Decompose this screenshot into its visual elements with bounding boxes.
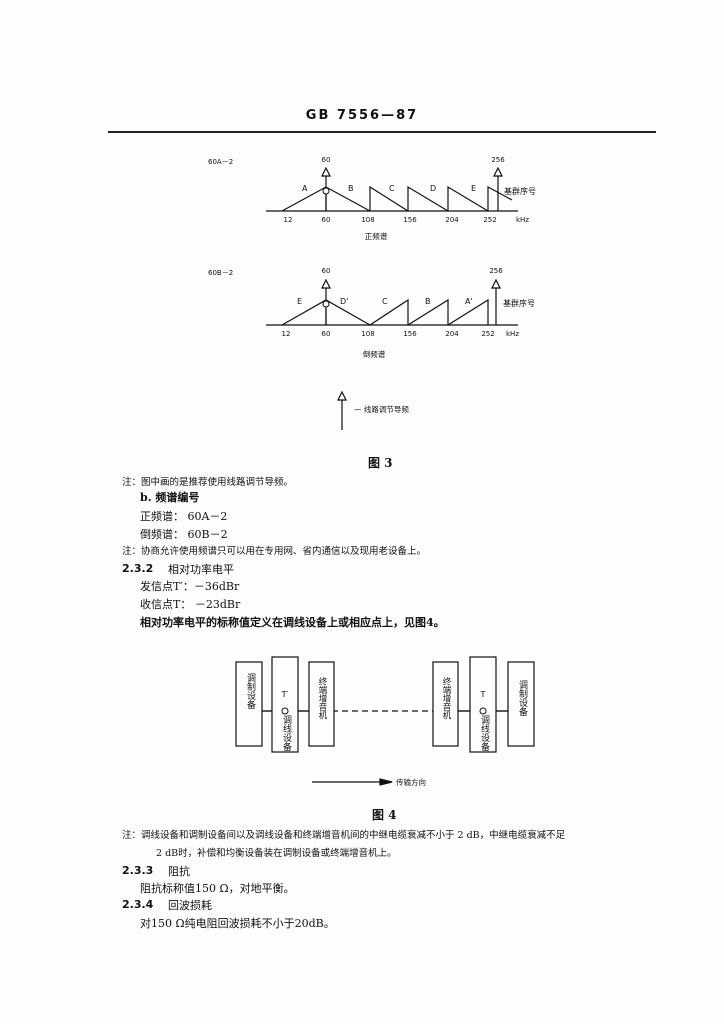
box-modulation-left: [235, 661, 263, 747]
legend-pilot-arrow: [337, 390, 347, 401]
group-B-upright: [369, 185, 409, 212]
group-label-E: E: [471, 184, 476, 193]
section-text-234: 对150 Ω纯电阻回波损耗不小于20dB。: [140, 917, 335, 930]
group-label-B: B: [348, 184, 354, 193]
pilot-inverted-right-arrow: [491, 278, 501, 289]
group-label-A: A: [302, 184, 308, 193]
group-C-upright: [407, 185, 449, 212]
pilot-upright-left-arrow: [321, 166, 331, 177]
group-C-inverted: [369, 298, 409, 326]
section-text-233: 阻抗标称值150 Ω，对地平衡。: [140, 882, 295, 895]
section-title-234: 回波损耗: [168, 899, 212, 912]
group-B-inverted: [407, 298, 449, 326]
box-line-equipment-left: [271, 656, 299, 753]
tick-upright-204: 204: [445, 216, 459, 224]
direction-label: 传输方向: [396, 777, 426, 787]
point-label-left: T′: [281, 690, 289, 699]
section-text-232: 相对功率电平的标称值定义在调线设备上或相应点上，见图4。: [140, 616, 445, 629]
group-label-C-inverted: C: [382, 297, 388, 306]
box-line-equipment-right: [469, 656, 497, 753]
direction-arrow: [379, 778, 393, 786]
caption-inverted: 倒频谱: [363, 349, 386, 359]
label-terminal-repeater-left: 终端增音机: [317, 677, 327, 720]
note-fig4-line1: 注：调线设备和调制设备间以及调线设备和终端增音机间的中继电缆衰减不小于 2 dB…: [122, 830, 566, 841]
label-modulation-right: 调制设备: [517, 680, 527, 716]
tick-upright-156: 156: [403, 216, 417, 224]
section-number-232: 2.3.2: [122, 562, 154, 575]
box-terminal-repeater-left: [308, 661, 335, 747]
pilot-upright-right-arrow: [493, 166, 503, 177]
note-fig3: 注：图中画的是推荐使用线路调节导频。: [122, 477, 294, 488]
pilot-label-inverted-left: 60: [322, 267, 331, 275]
spectrum-id-inverted: 60B－2: [208, 269, 233, 277]
tick-upright-108: 108: [361, 216, 374, 224]
send-point-level: 发信点T′：－36dBr: [140, 580, 240, 593]
pilot-circle-inverted: [322, 300, 330, 308]
label-terminal-repeater-right: 终端增音机: [441, 677, 451, 720]
group-E-upright: [487, 185, 513, 211]
baseband-label-upright: 基群序号: [504, 186, 536, 196]
box-terminal-repeater-right: [432, 661, 459, 747]
receive-point-level: 收信点T： －23dBr: [140, 598, 241, 611]
figure-4: T′ T 传输方向: [235, 656, 535, 787]
tick-inverted-204: 204: [445, 330, 459, 338]
tick-inverted-108: 108: [361, 330, 374, 338]
section-number-234: 2.3.4: [122, 898, 154, 911]
group-label-B-inverted: B: [425, 297, 431, 306]
label-line-equipment-right: 调线设备: [479, 715, 489, 751]
pilot-label-inverted-right: 256: [489, 267, 503, 275]
tick-inverted-252: 252: [481, 330, 494, 338]
pilot-circle-upright: [322, 187, 330, 195]
document-header: GB 7556—87: [305, 108, 419, 123]
group-label-D: D: [430, 184, 436, 193]
tick-inverted-unit: kHz: [506, 330, 519, 338]
box-modulation-right: [507, 661, 535, 747]
pilot-inverted-left-arrow: [321, 278, 331, 289]
inverted-spectrum-line: 倒频谱： 60B－2: [140, 528, 228, 541]
group-label-D-inverted: D': [340, 297, 348, 306]
section-title-233: 阻抗: [168, 865, 190, 878]
tick-upright-252: 252: [483, 216, 496, 224]
tick-inverted-12: 12: [282, 330, 291, 338]
legend-label: — 线路调节导频: [354, 404, 409, 414]
section-title-232: 相对功率电平: [168, 563, 234, 576]
point-circle-left: [281, 707, 289, 715]
group-A-inverted: [447, 298, 489, 326]
spectrum-id-upright: 60A－2: [208, 158, 233, 166]
upright-spectrum-line: 正频谱： 60A－2: [140, 510, 228, 523]
tick-upright-unit: kHz: [516, 216, 529, 224]
group-label-C: C: [389, 184, 395, 193]
pilot-label-upright-right: 256: [491, 156, 505, 164]
baseband-label-inverted: 基群序号: [503, 298, 535, 308]
pilot-label-upright-left: 60: [322, 156, 331, 164]
group-label-E-inverted: E: [297, 297, 302, 306]
figure-4-caption: 图 4: [372, 808, 397, 822]
label-line-equipment-left: 调线设备: [281, 715, 291, 751]
note-fig4-line2: 2 dB时，补偿和均衡设备装在调制设备或终端增音机上。: [156, 848, 397, 859]
tick-upright-60: 60: [322, 216, 331, 224]
point-label-right: T: [480, 690, 486, 699]
label-modulation-left: 调制设备: [245, 673, 255, 709]
note-spectrum: 注：协商允许使用频谱只可以用在专用网、省内通信以及现用老设备上。: [122, 546, 427, 557]
point-circle-right: [479, 707, 487, 715]
section-number-233: 2.3.3: [122, 864, 154, 877]
caption-upright: 正频谱: [365, 231, 388, 241]
figure-3: 60A－2 60 256 A B C D E 基群序号 12 60 108 15…: [208, 156, 536, 430]
tick-inverted-60: 60: [322, 330, 331, 338]
group-label-A-inverted: A': [465, 297, 473, 306]
header-rule: [108, 131, 656, 133]
group-D-upright: [447, 185, 489, 212]
figure-3-caption: 图 3: [368, 456, 393, 470]
item-b: b. 频谱编号: [140, 491, 200, 504]
tick-upright-12: 12: [284, 216, 293, 224]
tick-inverted-156: 156: [403, 330, 417, 338]
